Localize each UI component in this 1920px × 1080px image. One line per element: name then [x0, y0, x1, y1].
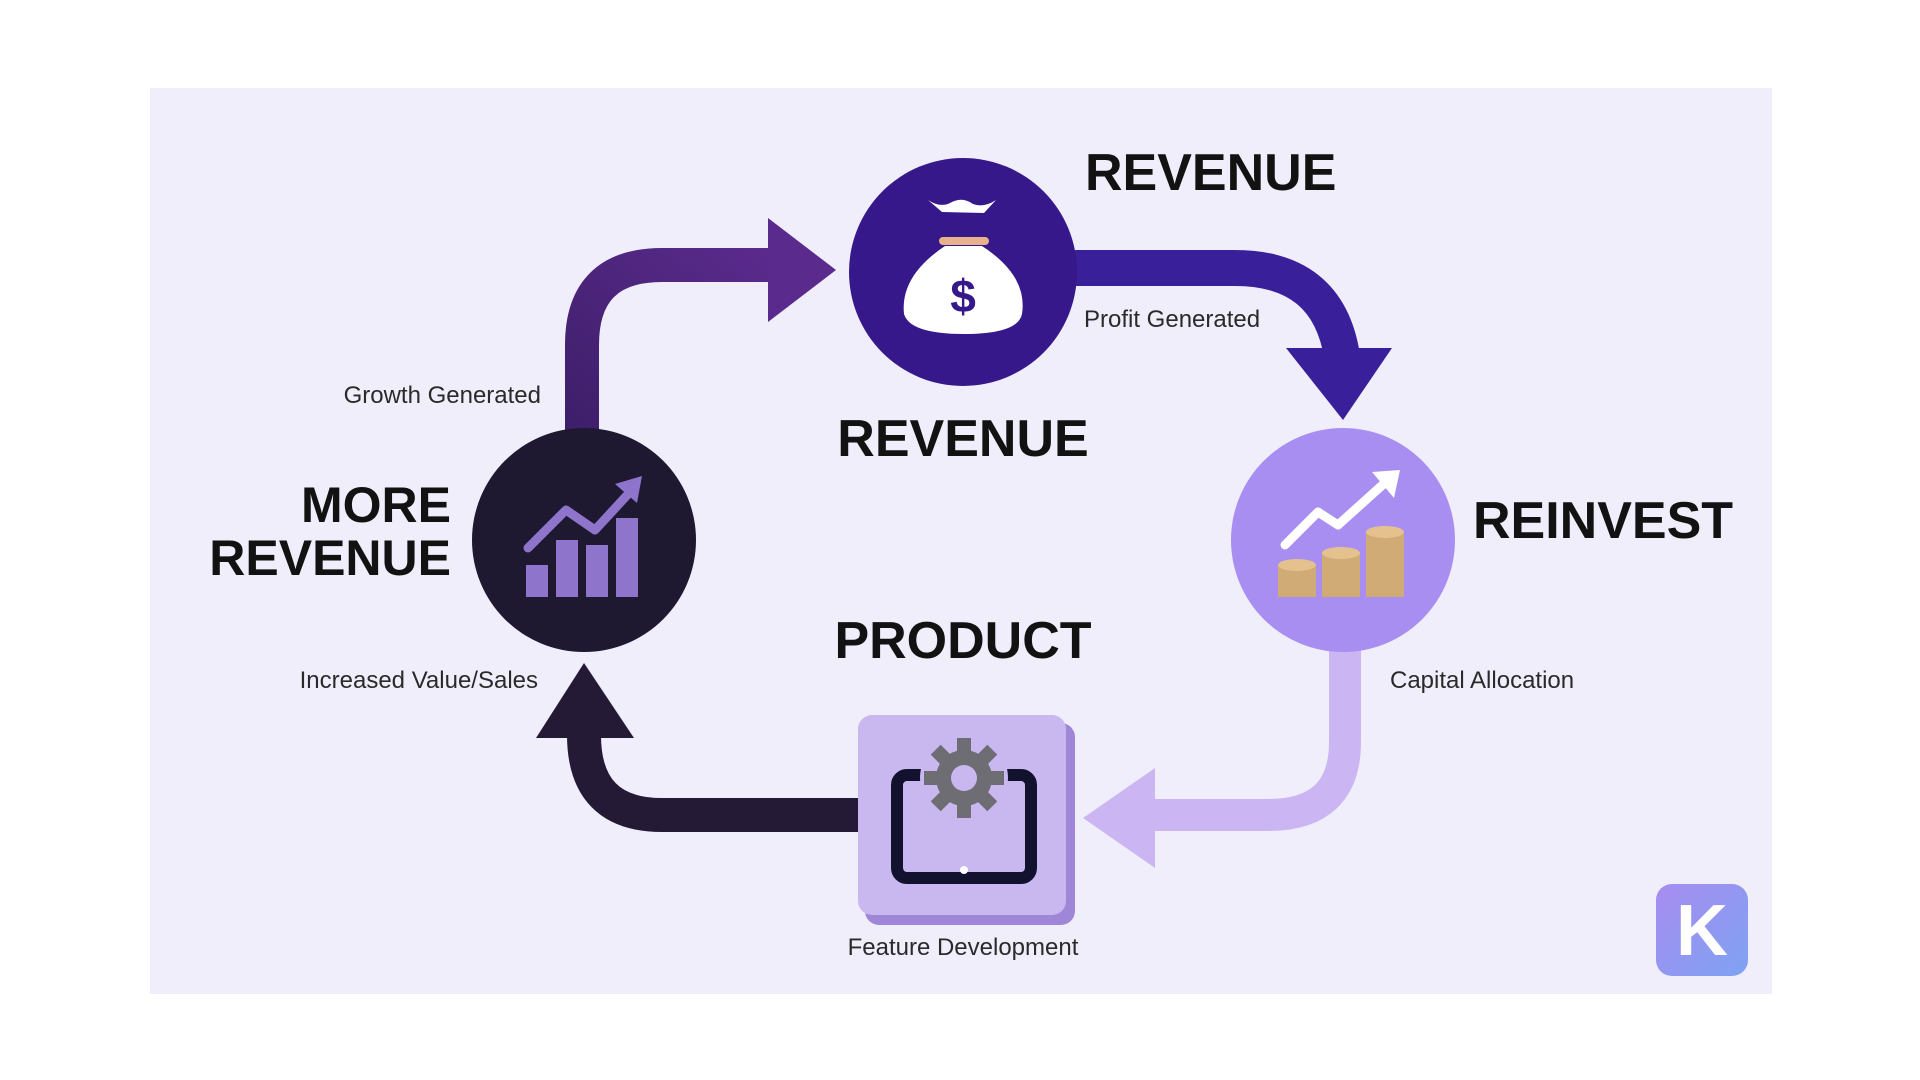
- more-revenue-caption-bottom: Increased Value/Sales: [300, 667, 538, 694]
- arrow-revenue-to-reinvest: [1075, 250, 1392, 420]
- more-revenue-title-line2: REVENUE: [209, 530, 451, 586]
- more-revenue-caption-top: Growth Generated: [344, 382, 541, 409]
- reinvest-circle: [1231, 428, 1455, 652]
- product-caption: Feature Development: [848, 934, 1079, 961]
- money-bag-icon: $: [903, 199, 1023, 334]
- node-product: [858, 715, 1075, 925]
- arrow-product-to-more-revenue: [536, 663, 858, 832]
- reinvest-caption: Capital Allocation: [1390, 667, 1574, 694]
- revenue-label: REVENUE: [837, 410, 1088, 468]
- arrow-reinvest-to-product: [1083, 650, 1361, 868]
- k-logo-letter: K: [1676, 891, 1728, 971]
- node-more-revenue: [472, 428, 696, 652]
- revenue-caption: Profit Generated: [1084, 306, 1260, 333]
- revenue-title: REVENUE: [1085, 144, 1336, 202]
- bar-chart-growth-icon: [523, 476, 642, 597]
- more-revenue-title-line1: MORE: [301, 477, 451, 533]
- tablet-gear-icon: [891, 734, 1037, 884]
- node-revenue: $: [849, 158, 1077, 386]
- arrow-growth-to-revenue: [565, 218, 836, 432]
- k-logo: K: [1656, 884, 1748, 976]
- growth-coins-icon: [1278, 470, 1404, 597]
- node-reinvest: [1231, 428, 1455, 652]
- reinvest-title: REINVEST: [1473, 492, 1733, 550]
- product-title: PRODUCT: [834, 612, 1091, 670]
- more-revenue-circle: [472, 428, 696, 652]
- svg-text:$: $: [950, 270, 976, 322]
